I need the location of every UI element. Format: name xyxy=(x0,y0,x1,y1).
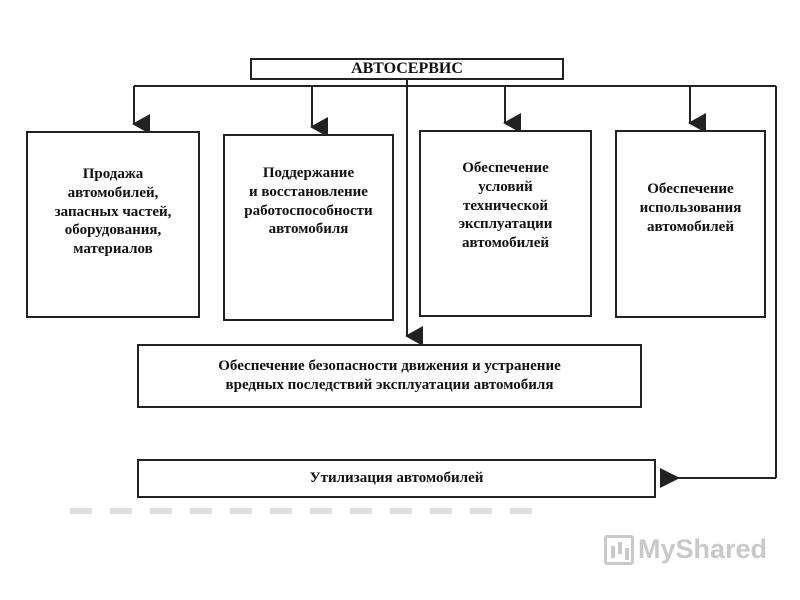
watermark: MyShared xyxy=(604,534,767,565)
faded-caption xyxy=(70,508,550,514)
box-safety: Обеспечение безопасности движения и устр… xyxy=(137,344,642,408)
box-technical-conditions: Обеспечение условий технической эксплуат… xyxy=(419,130,592,317)
service-title: АВТОСЕРВИС xyxy=(250,58,564,80)
box-maintenance: Поддержание и восстановление работоспосо… xyxy=(223,134,394,321)
box-utilization: Утилизация автомобилей xyxy=(137,459,656,498)
watermark-text: MyShared xyxy=(638,534,768,564)
box-vehicle-use: Обеспечение использования автомобилей xyxy=(615,130,766,318)
chart-board-icon xyxy=(604,534,634,565)
box-sales: Продажа автомобилей, запасных частей, об… xyxy=(26,131,200,318)
